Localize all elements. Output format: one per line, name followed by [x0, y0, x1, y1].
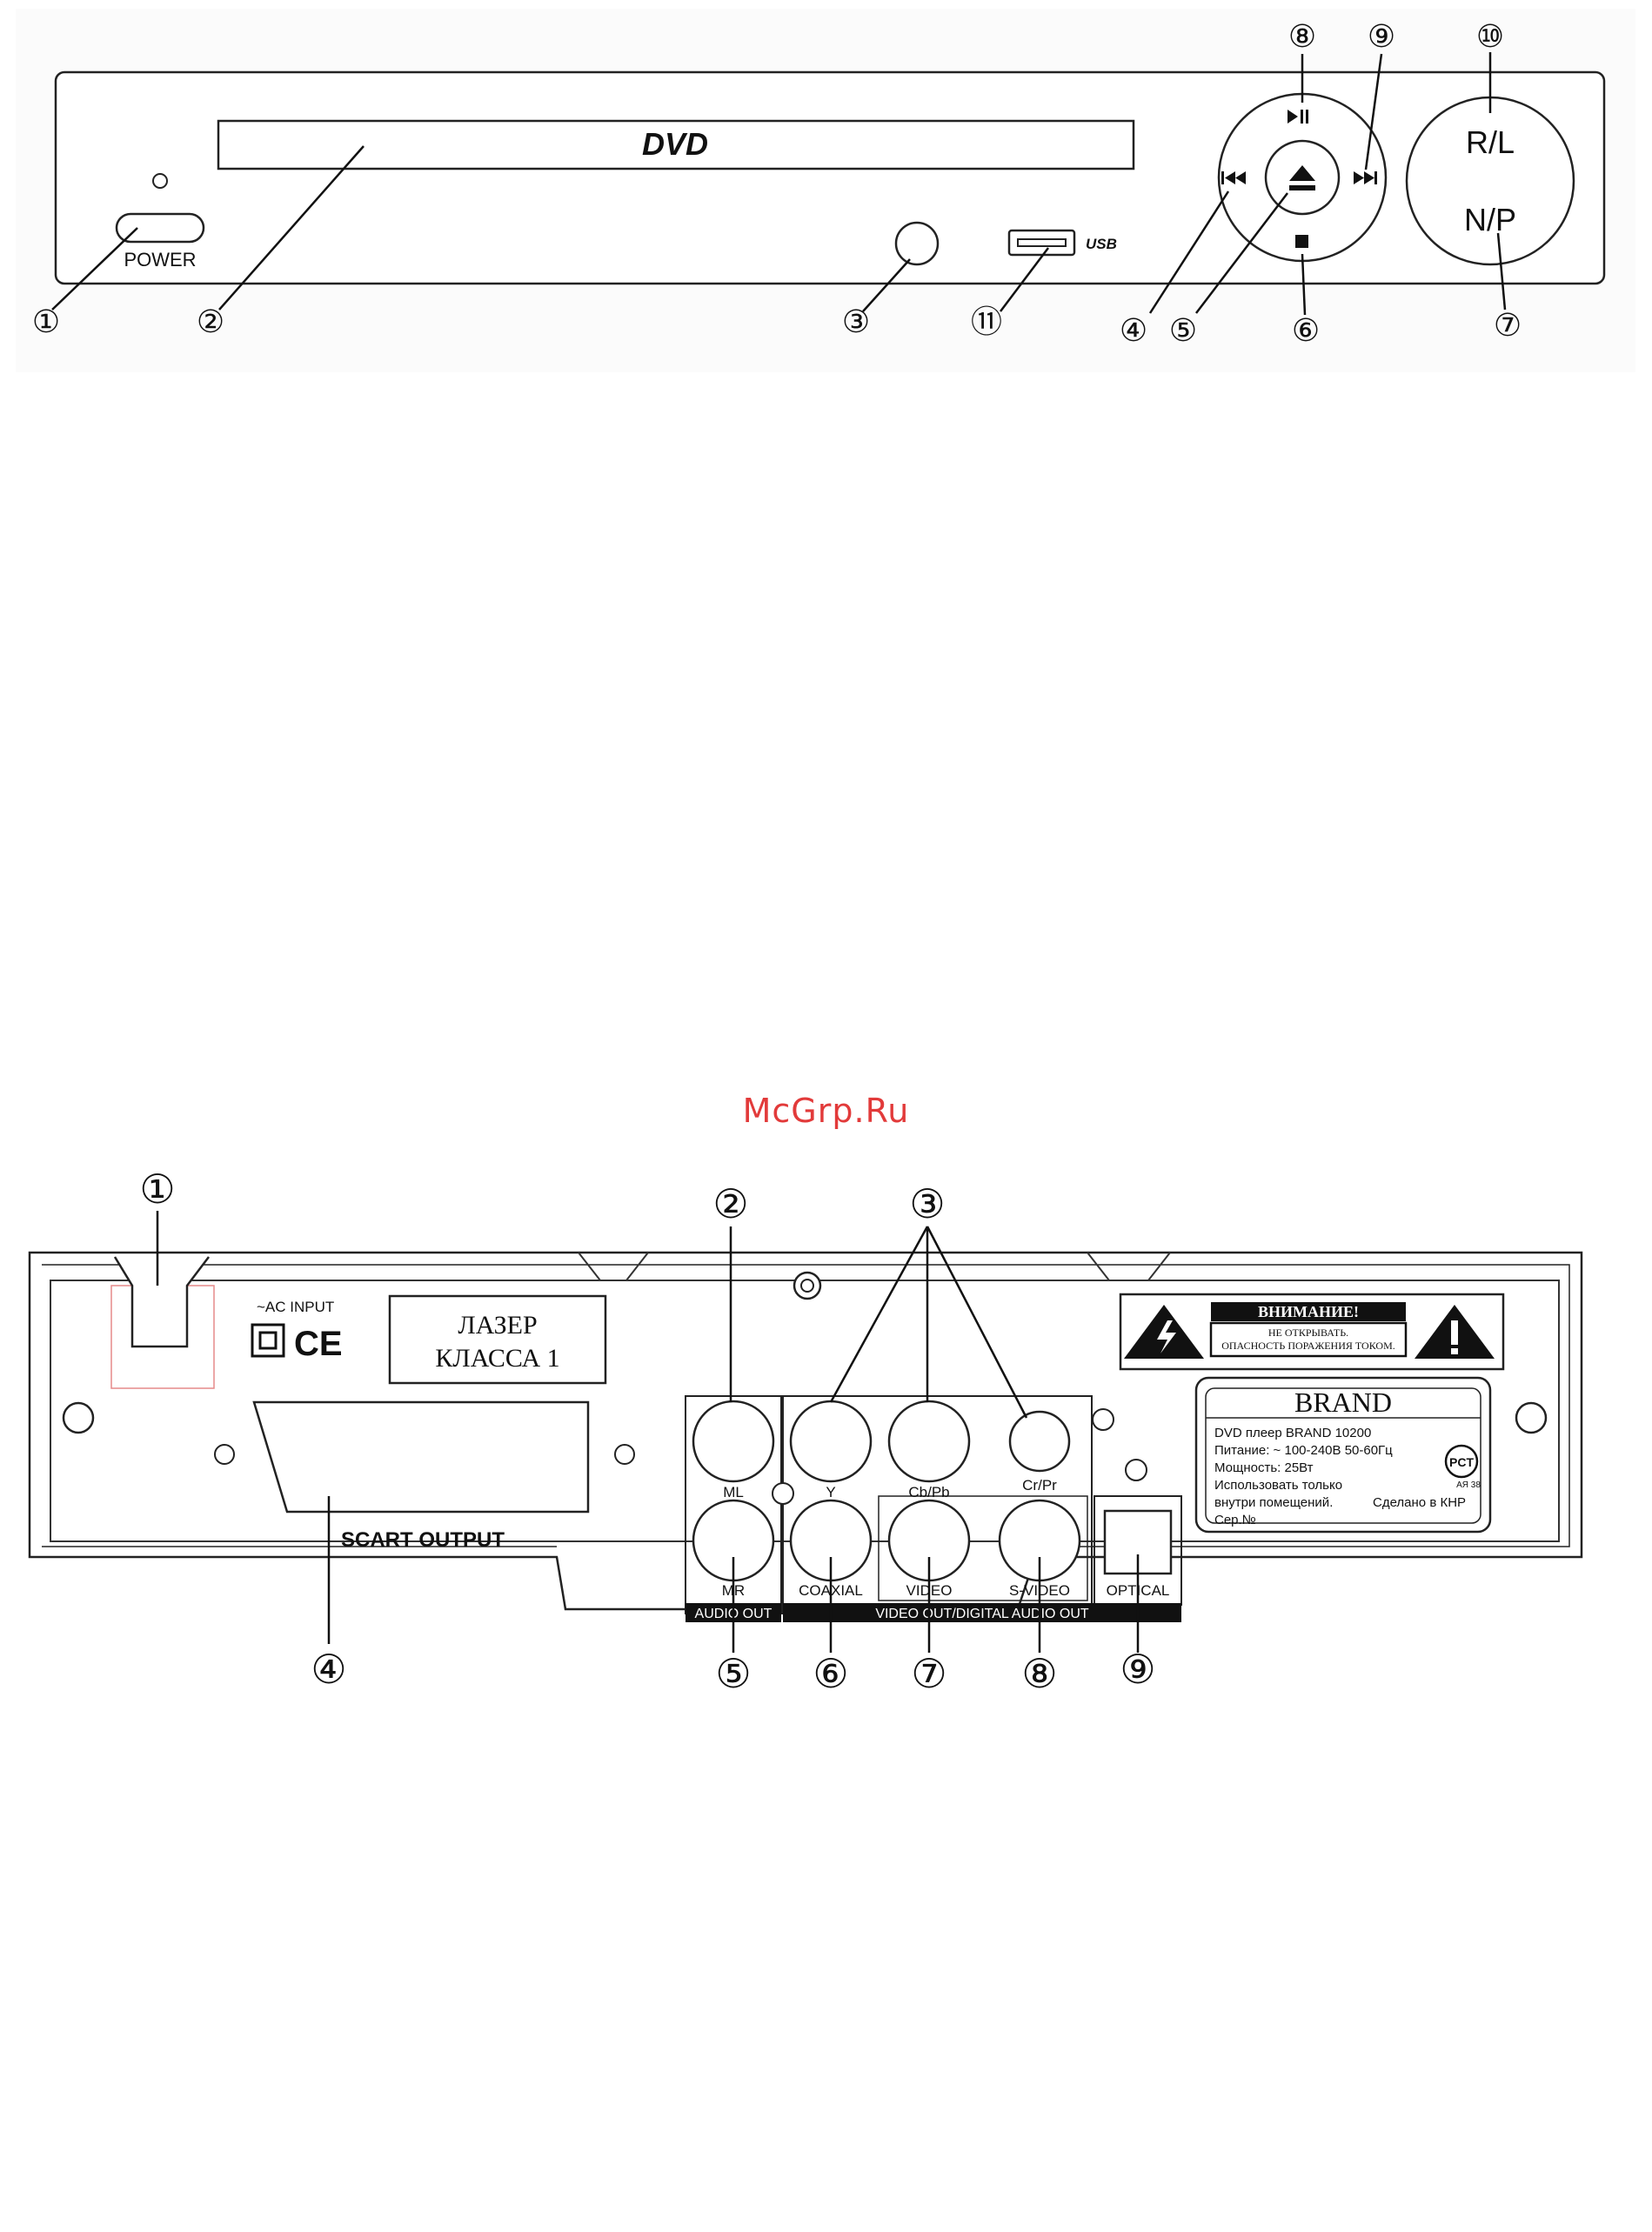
laser-label-line2: КЛАССА 1 — [435, 1344, 559, 1373]
remote-sensor — [894, 221, 940, 266]
spec-line4: Использовать только — [1214, 1478, 1342, 1493]
jack-ml — [692, 1400, 775, 1483]
front-callout-6: ⑥ — [1292, 312, 1320, 348]
power-button — [115, 212, 205, 244]
stop-icon — [1295, 235, 1308, 248]
jack-y — [789, 1400, 873, 1483]
warning-line2: ОПАСНОСТЬ ПОРАЖЕНИЯ ТОКОМ. — [1221, 1340, 1395, 1352]
dvd-logo: DVD — [642, 126, 708, 162]
spec-line5: внутри помещений. — [1214, 1495, 1333, 1510]
rear-callout-2: ② — [712, 1181, 748, 1226]
spec-line2: Питание: ~ 100-240В 50-60Гц — [1214, 1443, 1393, 1458]
disc-tray — [217, 119, 1135, 170]
scart-label: SCART OUTPUT — [341, 1528, 505, 1552]
front-leader-lines — [51, 52, 1507, 316]
rear-callout-1: ① — [139, 1166, 175, 1212]
spec-made-in: Сделано в КНР — [1373, 1495, 1466, 1510]
rear-callout-6: ⑥ — [813, 1651, 848, 1696]
rear-callout-4: ④ — [311, 1647, 346, 1692]
power-label: POWER — [124, 249, 196, 271]
spec-line3: Мощность: 25Вт — [1214, 1460, 1314, 1475]
front-callouts: ① ② ③ ⑪ ④ ⑤ ⑥ ⑦ ⑧ ⑨ ⑩ — [32, 18, 1522, 348]
certification-mark — [1444, 1444, 1479, 1479]
double-insulation-icon — [251, 1323, 285, 1358]
cert-mark-text: PCT — [1449, 1455, 1474, 1469]
front-callout-3: ③ — [842, 304, 870, 339]
jack-cb-label: Cb/Pb — [908, 1484, 949, 1500]
rear-callout-5: ⑤ — [715, 1651, 751, 1696]
laser-label-line1: ЛАЗЕР — [458, 1311, 537, 1340]
previous-icon — [1221, 171, 1246, 184]
front-callout-10: ⑩ — [1476, 18, 1504, 54]
rear-callout-3: ③ — [909, 1181, 945, 1226]
ce-mark: CE — [294, 1325, 343, 1363]
rl-label: R/L — [1466, 124, 1515, 160]
front-callout-8: ⑧ — [1288, 18, 1316, 54]
laser-class-label — [388, 1294, 607, 1385]
front-callout-11: ⑪ — [971, 304, 1002, 339]
cert-code: АЯ 38 — [1456, 1480, 1481, 1490]
rear-callouts: ① ② ③ ④ ⑤ ⑥ ⑦ ⑧ ⑨ — [139, 1166, 1155, 1696]
eject-icon — [1289, 165, 1315, 181]
power-indicator-led — [152, 173, 168, 189]
usb-label: USB — [1086, 236, 1117, 252]
play-pause-icon — [1287, 110, 1308, 124]
warning-title: ВНИМАНИЕ! — [1258, 1303, 1359, 1320]
jack-cb — [887, 1400, 971, 1483]
power-cord — [113, 1256, 210, 1348]
ac-input-label: ~AC INPUT — [257, 1299, 334, 1315]
front-callout-2: ② — [197, 304, 224, 339]
rl-np-button — [1405, 96, 1575, 266]
jack-y-label: Y — [826, 1484, 835, 1500]
brand-name: BRAND — [1294, 1387, 1392, 1418]
front-callout-1: ① — [32, 304, 60, 339]
scart-connector — [252, 1400, 590, 1514]
rear-callout-9: ⑨ — [1120, 1647, 1155, 1692]
jack-ml-label: ML — [723, 1484, 744, 1500]
np-label: N/P — [1464, 202, 1516, 237]
rating-label — [1194, 1376, 1492, 1534]
spec-serial: Сер.№ — [1214, 1513, 1256, 1527]
spec-line1: DVD плеер BRAND 10200 — [1214, 1426, 1371, 1440]
front-callout-5: ⑤ — [1169, 312, 1197, 348]
next-icon — [1354, 171, 1377, 184]
jack-cr — [1008, 1410, 1071, 1473]
watermark: McGrp.Ru — [742, 1092, 910, 1130]
warning-line1: НЕ ОТКРЫВАТЬ. — [1268, 1327, 1348, 1339]
rear-callout-8: ⑧ — [1021, 1651, 1057, 1696]
rear-leader-lines — [156, 1211, 1140, 1653]
jack-cr-label: Cr/Pr — [1022, 1477, 1057, 1494]
front-callout-7: ⑦ — [1494, 307, 1522, 343]
front-callout-4: ④ — [1120, 312, 1147, 348]
rear-panel: ~AC INPUT CE ЛАЗЕР КЛАССА 1 SCART OUTPUT… — [28, 1166, 1583, 1696]
video-out-label: VIDEO OUT/DIGITAL AUDIO OUT — [875, 1607, 1089, 1621]
front-callout-9: ⑨ — [1368, 18, 1395, 54]
rear-callout-7: ⑦ — [911, 1651, 946, 1696]
front-panel: DVD POWER USB R/L N/P — [16, 9, 1635, 372]
